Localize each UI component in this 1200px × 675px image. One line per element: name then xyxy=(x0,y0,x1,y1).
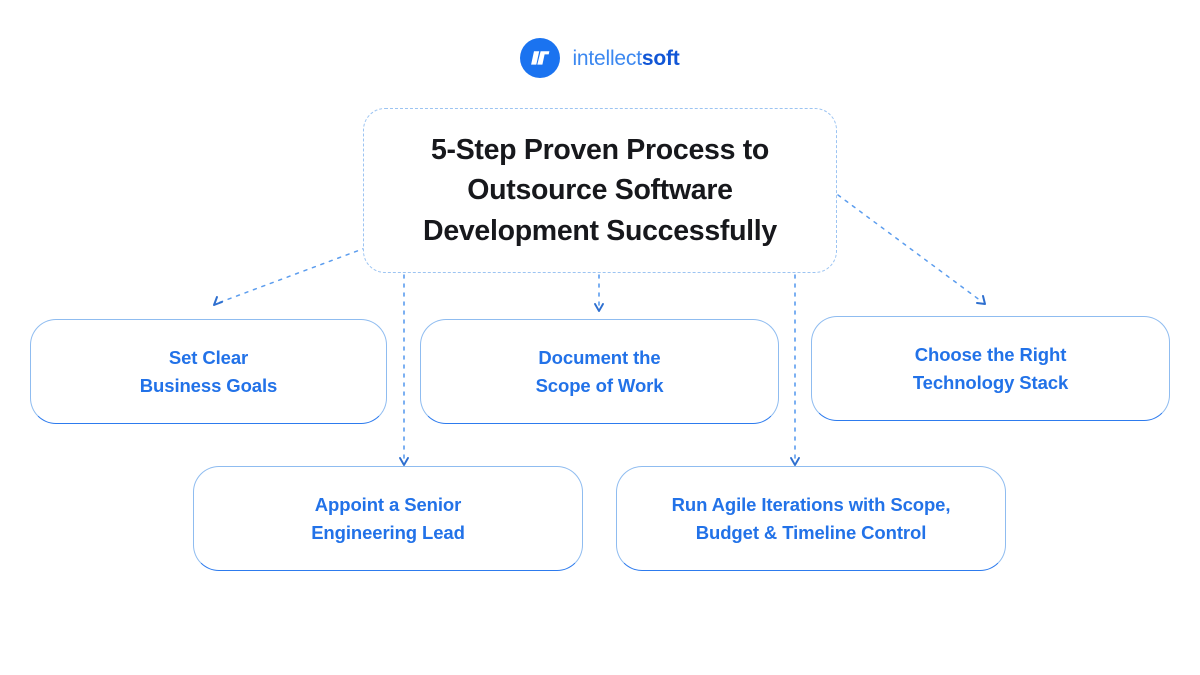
step-card-3[interactable]: Choose the Right Technology Stack xyxy=(811,316,1170,421)
brand-name-light: intellect xyxy=(572,46,642,70)
step-card-1-label: Set Clear Business Goals xyxy=(139,346,278,396)
step-card-2[interactable]: Document the Scope of Work xyxy=(420,319,779,424)
step-card-4-label: Appoint a Senior Engineering Lead xyxy=(311,493,465,543)
intellectsoft-logo-icon xyxy=(520,38,561,78)
step-card-5[interactable]: Run Agile Iterations with Scope, Budget … xyxy=(616,466,1006,571)
connector-title-to-step-4 xyxy=(399,274,409,466)
connector-title-to-step-3 xyxy=(837,194,986,305)
brand-name-bold: soft xyxy=(641,46,680,70)
brand-logo: intellectsoft xyxy=(0,38,1200,78)
step-card-4[interactable]: Appoint a Senior Engineering Lead xyxy=(193,466,583,571)
connector-title-to-step-2 xyxy=(594,274,604,312)
step-card-1[interactable]: Set Clear Business Goals xyxy=(30,319,387,424)
step-card-5-label: Run Agile Iterations with Scope, Budget … xyxy=(671,493,951,543)
step-card-2-label: Document the Scope of Work xyxy=(535,346,664,396)
step-card-3-label: Choose the Right Technology Stack xyxy=(912,343,1069,393)
connector-title-to-step-5 xyxy=(790,274,800,466)
page-title: 5-Step Proven Process to Outsource Softw… xyxy=(423,133,777,247)
brand-name: intellectsoft xyxy=(572,48,679,69)
main-title-card: 5-Step Proven Process to Outsource Softw… xyxy=(363,108,837,273)
